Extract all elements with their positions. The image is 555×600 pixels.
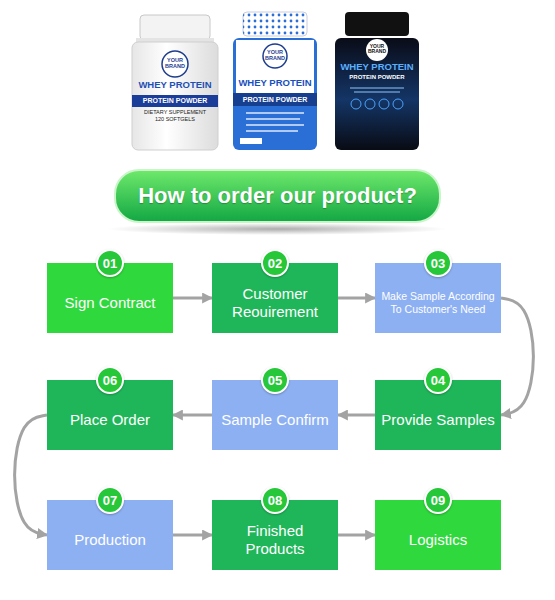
process-box: 04Provide Samples bbox=[375, 380, 501, 450]
cap-pattern bbox=[243, 12, 307, 36]
bottle-body bbox=[335, 38, 419, 150]
text-line bbox=[350, 88, 404, 89]
flow-arrow bbox=[501, 298, 533, 415]
bottle-cap bbox=[243, 12, 307, 36]
step-label: Customer Reouirement bbox=[212, 263, 338, 333]
bottle-black bbox=[335, 12, 419, 150]
step-number: 06 bbox=[96, 366, 124, 394]
process-box: 01Sign Contract bbox=[47, 263, 173, 333]
icon-circle bbox=[393, 99, 403, 109]
product-label-text: WHEY PROTEIN bbox=[133, 80, 217, 90]
step-label: Production bbox=[47, 500, 173, 570]
product-label-text: DIETARY SUPPLEMENT bbox=[133, 110, 217, 116]
brand-circle bbox=[263, 44, 287, 68]
bottle-body bbox=[132, 42, 218, 150]
flow-arrow bbox=[173, 534, 212, 537]
product-label-text: WHEY PROTEIN bbox=[233, 78, 317, 88]
flow-arrow bbox=[338, 297, 375, 300]
flow-arrow bbox=[173, 297, 212, 300]
icon-circle bbox=[379, 99, 389, 109]
step-number: 05 bbox=[261, 366, 289, 394]
bullet-line bbox=[246, 130, 298, 132]
step-number: 03 bbox=[424, 249, 452, 277]
step-number: 07 bbox=[96, 486, 124, 514]
step-label: Finished Products bbox=[212, 500, 338, 570]
process-box: 08Finished Products bbox=[212, 500, 338, 570]
label-band bbox=[132, 95, 218, 107]
step-number: 09 bbox=[424, 486, 452, 514]
step-label: Make Sample According To Customer's Need bbox=[375, 263, 501, 333]
step-number: 01 bbox=[96, 249, 124, 277]
step-number: 04 bbox=[424, 366, 452, 394]
product-label-text: YOUR BRAND bbox=[162, 58, 188, 70]
process-box: 02Customer Reouirement bbox=[212, 263, 338, 333]
flow-arrow bbox=[338, 414, 375, 417]
step-label: Place Order bbox=[47, 380, 173, 450]
flow-arrow bbox=[15, 415, 47, 535]
step-label: Sample Confirm bbox=[212, 380, 338, 450]
step-number: 08 bbox=[261, 486, 289, 514]
step-number: 02 bbox=[261, 249, 289, 277]
bullet-line bbox=[246, 118, 300, 120]
product-label-text: PROTEIN POWDER bbox=[133, 97, 217, 104]
process-box: 05Sample Confirm bbox=[212, 380, 338, 450]
process-box: 09Logistics bbox=[375, 500, 501, 570]
title-text: How to order our product? bbox=[115, 170, 440, 222]
bullet-line bbox=[246, 112, 304, 114]
icon-circle bbox=[365, 99, 375, 109]
product-label-text: 120 SOFTGELS bbox=[133, 117, 217, 123]
bottle-blue bbox=[233, 12, 317, 150]
product-label-text: PROTEIN POWDER bbox=[335, 74, 419, 80]
product-label-text: YOUR BRAND bbox=[364, 44, 390, 55]
bottle-white bbox=[132, 15, 218, 150]
icon-circle bbox=[351, 99, 361, 109]
product-label-text: WHEY PROTEIN bbox=[335, 62, 419, 72]
bottle-cap bbox=[345, 12, 409, 36]
flow-arrow bbox=[338, 534, 375, 537]
title-pill bbox=[115, 170, 440, 222]
product-label-text: YOUR BRAND bbox=[262, 50, 288, 62]
flow-arrow bbox=[173, 414, 212, 417]
process-box: 06Place Order bbox=[47, 380, 173, 450]
process-box: 03Make Sample According To Customer's Ne… bbox=[375, 263, 501, 333]
process-box: 07Production bbox=[47, 500, 173, 570]
bottle-cap bbox=[140, 15, 210, 40]
bottle-body bbox=[233, 38, 317, 150]
product-label-text: PROTEIN POWDER bbox=[233, 96, 317, 103]
badge-strip bbox=[240, 138, 262, 144]
step-label: Sign Contract bbox=[47, 263, 173, 333]
pill-shadow bbox=[107, 223, 447, 235]
label-band bbox=[233, 93, 317, 106]
bullet-line bbox=[246, 124, 304, 126]
text-line bbox=[354, 92, 400, 93]
step-label: Logistics bbox=[375, 500, 501, 570]
brand-circle bbox=[162, 51, 188, 77]
step-label: Provide Samples bbox=[375, 380, 501, 450]
